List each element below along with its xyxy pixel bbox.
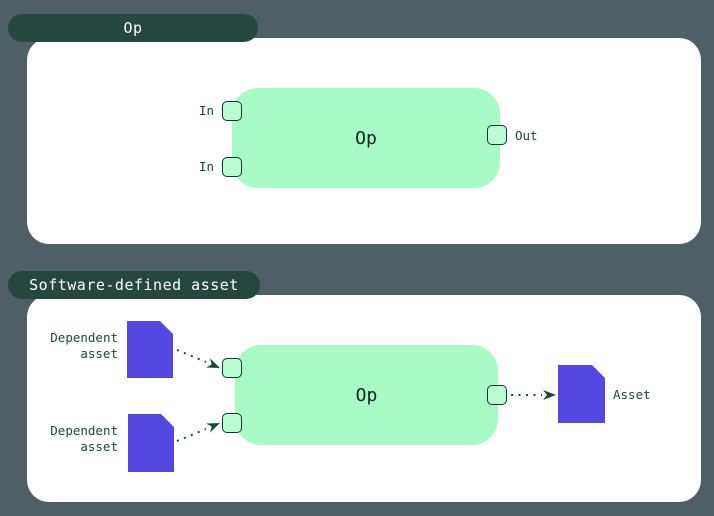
- tab-op: Op: [8, 14, 258, 42]
- output-handle: [487, 125, 507, 145]
- dependent-asset-label-1: Dependent asset: [50, 330, 118, 361]
- sda-input-handle-1: [222, 358, 242, 378]
- tab-software-defined-asset: Software-defined asset: [8, 271, 260, 299]
- input-label-2: In: [198, 159, 214, 174]
- tab-software-defined-asset-label: Software-defined asset: [29, 276, 239, 294]
- sda-output-handle: [487, 385, 507, 405]
- tab-op-label: Op: [123, 19, 143, 37]
- input-handle-1: [222, 101, 242, 121]
- sda-op-node-label: Op: [355, 384, 378, 406]
- input-handle-2: [222, 157, 242, 177]
- dependent-asset-label-2: Dependent asset: [50, 423, 118, 454]
- asset-label: Asset: [613, 387, 651, 402]
- output-label: Out: [515, 128, 538, 143]
- op-node: Op: [232, 88, 500, 188]
- dependent-asset-icon: [127, 321, 173, 378]
- dependent-asset-icon: [128, 414, 174, 472]
- input-label-1: In: [198, 103, 214, 118]
- sda-input-handle-2: [222, 413, 242, 433]
- asset-icon: [558, 365, 605, 423]
- op-node-label: Op: [355, 127, 377, 149]
- sda-op-node: Op: [235, 345, 498, 445]
